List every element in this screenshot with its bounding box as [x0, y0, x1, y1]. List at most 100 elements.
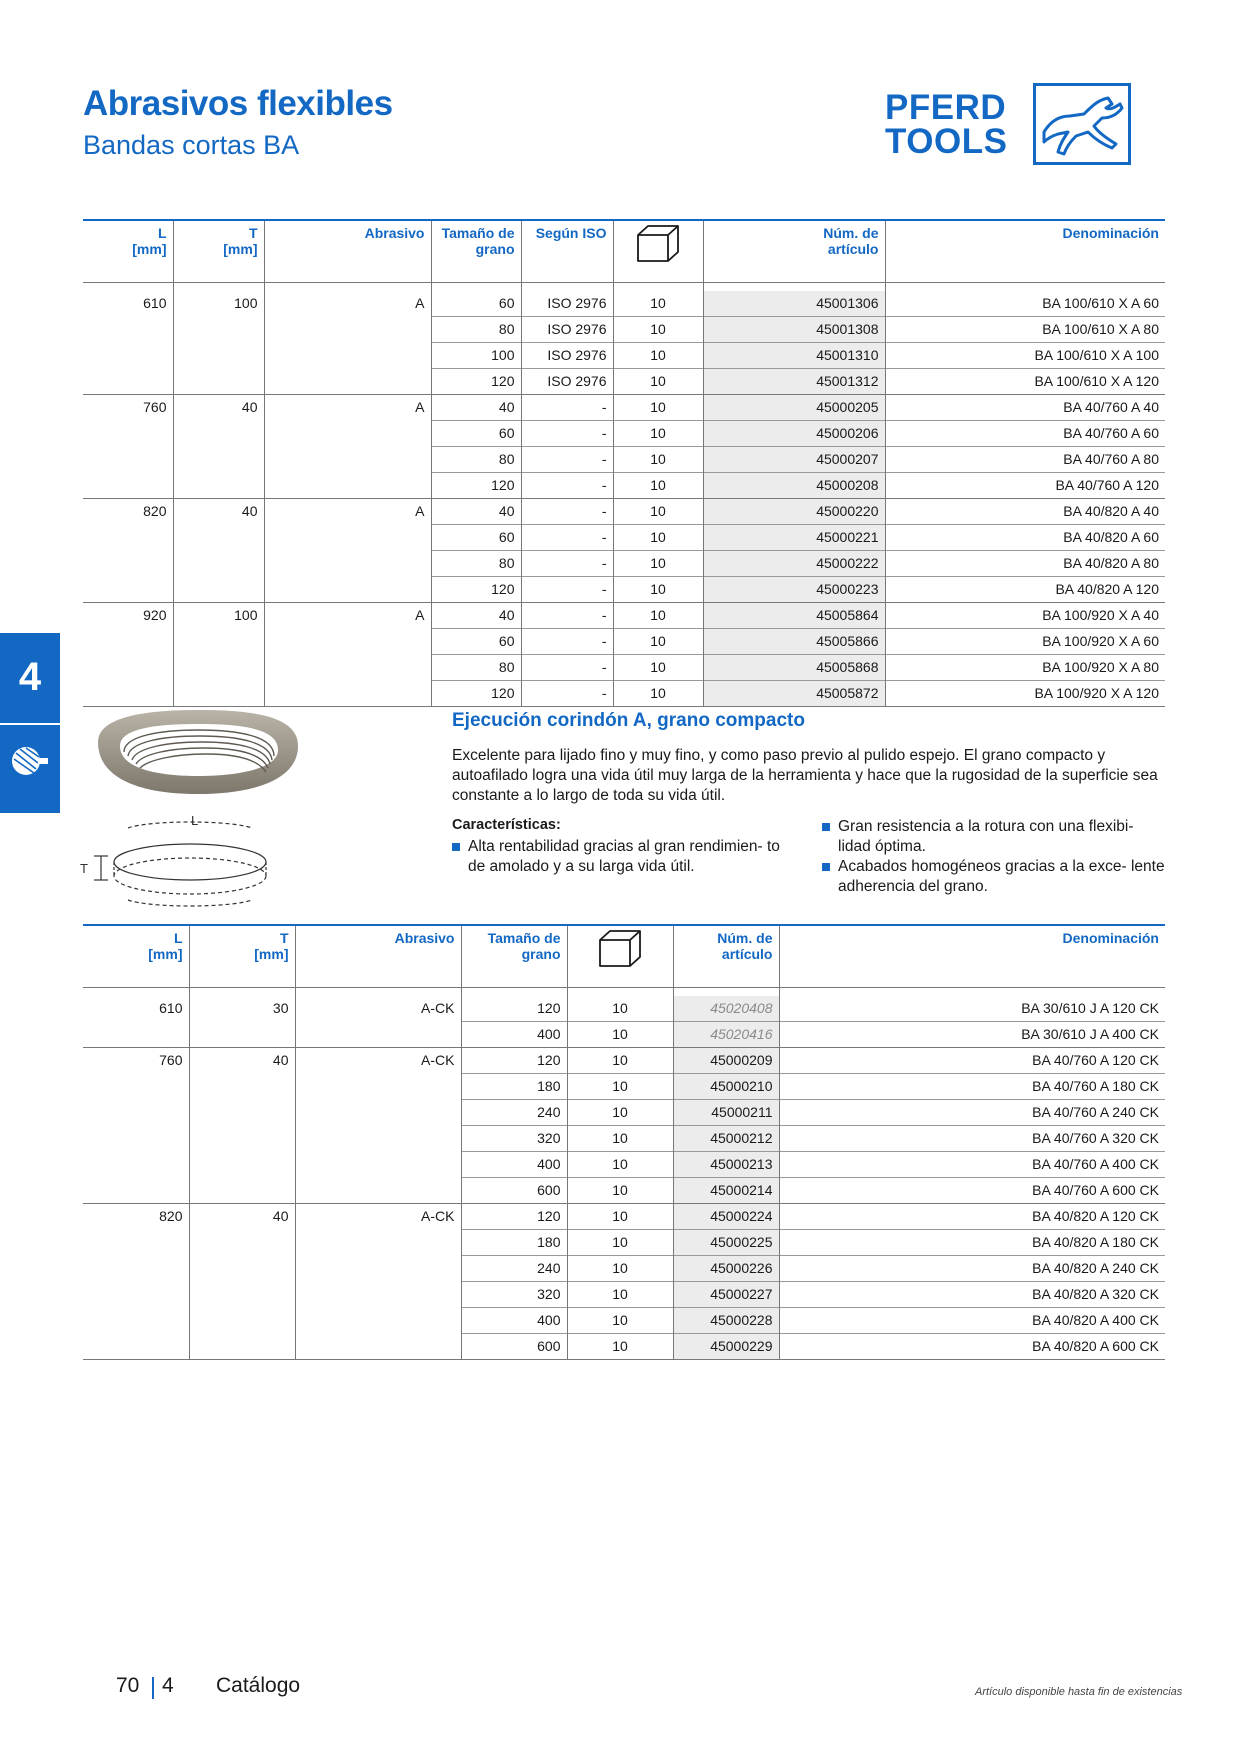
col-abrasivo: Abrasivo	[264, 219, 432, 282]
cell-abrasivo	[295, 1099, 462, 1125]
cell-grano: 80	[431, 549, 522, 576]
cell-denominacion: BA 40/760 A 60	[885, 419, 1165, 446]
cell-denominacion: BA 40/760 A 240 CK	[779, 1098, 1165, 1125]
cell-T: 40	[173, 497, 265, 524]
cell-L	[83, 316, 174, 342]
cell-article-number: 45020408	[673, 995, 780, 1021]
cell-pack: 10	[567, 1202, 674, 1229]
cell-grano: 60	[431, 419, 522, 446]
cell-pack: 10	[613, 471, 704, 498]
col-pack	[567, 924, 674, 987]
cell-article-number: 45000229	[673, 1332, 780, 1360]
cell-abrasivo	[264, 628, 432, 654]
cell-pack: 10	[567, 1020, 674, 1047]
cell-L	[83, 1125, 190, 1151]
cell-T	[189, 1021, 296, 1047]
cell-article-number: 45001310	[703, 341, 886, 368]
cell-iso: -	[521, 445, 614, 472]
cell-grano: 120	[431, 471, 522, 498]
cell-iso: -	[521, 653, 614, 680]
cell-L: 610	[83, 290, 174, 316]
cell-T	[189, 1125, 296, 1151]
cell-article-number: 45000209	[673, 1046, 780, 1073]
cell-pack: 10	[613, 341, 704, 368]
cell-grano: 60	[431, 290, 522, 316]
cell-denominacion: BA 40/820 A 40	[885, 497, 1165, 524]
cell-grano: 120	[461, 995, 568, 1021]
chapter-number: 4	[18, 655, 42, 699]
cell-abrasivo: A-CK	[295, 1202, 462, 1229]
cell-L	[83, 1021, 190, 1047]
cell-abrasivo	[264, 446, 432, 472]
cell-L	[83, 524, 174, 550]
cell-abrasivo	[295, 1021, 462, 1047]
cell-T	[189, 1073, 296, 1099]
cell-article-number: 45000208	[703, 471, 886, 498]
cell-denominacion: BA 40/760 A 80	[885, 445, 1165, 472]
cell-L	[83, 420, 174, 446]
cell-pack: 10	[613, 575, 704, 602]
cell-denominacion: BA 40/760 A 180 CK	[779, 1072, 1165, 1099]
cell-pack: 10	[613, 419, 704, 446]
footer-availability-note: Artículo disponible hasta fin de existen…	[975, 1686, 1183, 1698]
cell-T: 30	[189, 995, 296, 1021]
cell-abrasivo	[295, 1333, 462, 1360]
bullet-square-icon	[822, 823, 830, 831]
cell-L	[83, 472, 174, 498]
col-denominacion: Denominación	[885, 219, 1165, 282]
cell-T	[173, 446, 265, 472]
footer-chapter: 4	[162, 1674, 174, 1697]
cell-denominacion: BA 100/610 X A 120	[885, 367, 1165, 394]
cell-pack: 10	[567, 1124, 674, 1151]
cell-grano: 60	[431, 627, 522, 654]
cell-grano: 80	[431, 315, 522, 342]
cell-pack: 10	[567, 1098, 674, 1125]
diagram-T-label: T	[80, 861, 88, 876]
cell-L	[83, 1073, 190, 1099]
cell-grano: 80	[431, 445, 522, 472]
cell-denominacion: BA 40/760 A 400 CK	[779, 1150, 1165, 1177]
page-number: 70	[116, 1674, 140, 1697]
cell-article-number: 45000212	[673, 1124, 780, 1151]
cell-T	[189, 1099, 296, 1125]
cell-abrasivo	[295, 1281, 462, 1307]
cell-T: 100	[173, 601, 265, 628]
cell-denominacion: BA 100/610 X A 100	[885, 341, 1165, 368]
col-L: L[mm]	[83, 219, 174, 282]
bullet-square-icon	[822, 863, 830, 871]
cell-pack: 10	[613, 367, 704, 394]
cell-T	[189, 1281, 296, 1307]
cell-article-number: 45000222	[703, 549, 886, 576]
cell-iso: -	[521, 575, 614, 602]
cell-T	[189, 1151, 296, 1177]
cell-article-number: 45001306	[703, 290, 886, 316]
cell-L	[83, 446, 174, 472]
cell-pack: 10	[613, 627, 704, 654]
cell-T	[189, 1229, 296, 1255]
cell-L	[83, 368, 174, 394]
cell-L	[83, 1229, 190, 1255]
cell-abrasivo	[264, 316, 432, 342]
cell-denominacion: BA 40/820 A 120 CK	[779, 1202, 1165, 1229]
cell-grano: 180	[461, 1228, 568, 1255]
cell-abrasivo	[264, 680, 432, 707]
cell-grano: 400	[461, 1150, 568, 1177]
cell-L	[83, 1255, 190, 1281]
bullet-square-icon	[452, 843, 460, 851]
feature-item: Acabados homogéneos gracias a la exce- l…	[822, 857, 1167, 897]
cell-denominacion: BA 100/610 X A 60	[1042, 294, 1159, 311]
cell-article-number: 45000213	[673, 1150, 780, 1177]
header-spacer	[83, 281, 1165, 291]
